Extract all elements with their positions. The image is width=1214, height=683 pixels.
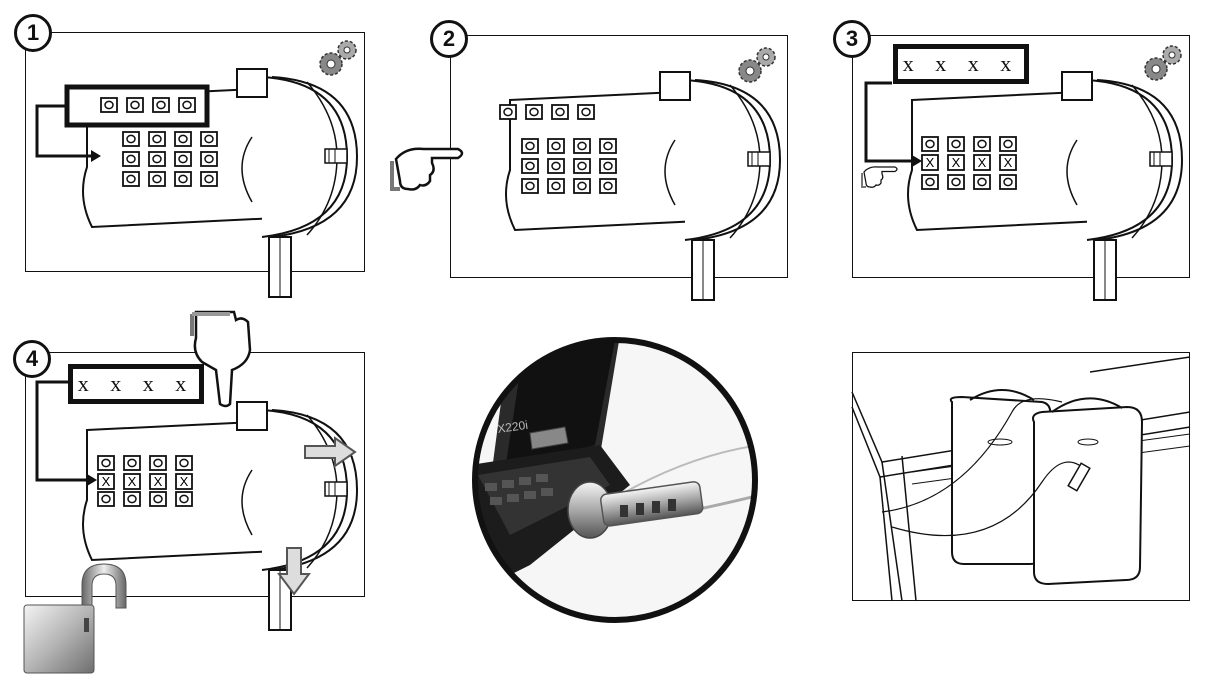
pointing-hand-icon <box>861 165 898 189</box>
step-1-lock-drawing <box>35 40 358 298</box>
open-padlock-icon <box>23 563 127 674</box>
step-2-number: 2 <box>430 20 468 58</box>
step-2-lock-drawing <box>499 47 781 301</box>
step-4-number: 4 <box>13 340 51 378</box>
pointing-hand-icon <box>390 146 464 192</box>
gear-icon <box>319 40 357 76</box>
step-4-code-display: x x x x <box>68 364 204 404</box>
step-4-lock-drawing: X X X X <box>35 380 358 631</box>
arrow-right-icon <box>304 436 357 468</box>
step-3-code-display: x x x x <box>893 44 1029 84</box>
step-3-lock-drawing: X X X X <box>861 45 1183 301</box>
gear-icon <box>1144 45 1182 81</box>
luggage-drawing <box>851 356 1191 602</box>
keypad-x: X <box>926 155 935 170</box>
step-1-number: 1 <box>14 14 52 52</box>
arrow-down-icon <box>277 547 311 596</box>
laptop-lock-photo: X220i <box>472 337 758 623</box>
keypad-x: X <box>154 474 163 489</box>
keypad-x: X <box>952 155 961 170</box>
pressing-hand-icon <box>190 310 252 408</box>
keypad-x: X <box>180 474 189 489</box>
keypad-x: X <box>978 155 987 170</box>
gear-icon <box>738 47 776 83</box>
laptop-model-label: X220i <box>496 418 528 436</box>
step-3-number: 3 <box>833 20 871 58</box>
keypad-x: X <box>128 474 137 489</box>
keypad-x: X <box>1004 155 1013 170</box>
keypad-x: X <box>102 474 111 489</box>
